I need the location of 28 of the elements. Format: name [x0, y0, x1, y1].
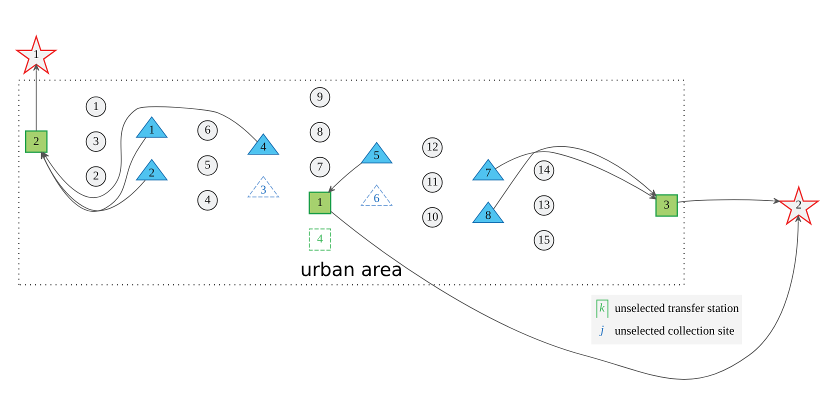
arrow: [328, 162, 362, 192]
label: k: [599, 300, 605, 314]
legend-label: unselected collection site: [614, 322, 734, 337]
node-box: 1: [308, 191, 332, 214]
node-circle: 14: [534, 160, 554, 180]
node-circle: 12: [422, 136, 443, 158]
node-box: 4: [308, 228, 332, 250]
node-circle: 6: [197, 120, 218, 140]
node-circle: 3: [86, 130, 106, 152]
arrow: [330, 210, 802, 380]
node-circle: 2: [86, 166, 106, 186]
node-circle: 10: [422, 206, 443, 228]
arrow: [33, 64, 40, 131]
node-circle: 4: [197, 190, 218, 210]
node-circle: 11: [422, 172, 443, 192]
arrow: [676, 197, 780, 204]
node-circle: 15: [534, 230, 554, 250]
node-circle: 9: [310, 86, 330, 108]
node-circle: 8: [310, 122, 330, 142]
arrow: [42, 106, 258, 198]
node-circle: 7: [310, 156, 330, 177]
node-box: 2: [24, 130, 48, 152]
label: j: [600, 322, 604, 336]
legend-label: unselected transfer station: [614, 300, 740, 315]
node-box: 3: [655, 194, 678, 216]
node-circle: 13: [534, 194, 554, 216]
node-circle: 1: [86, 96, 106, 116]
node-circle: 5: [197, 154, 218, 176]
